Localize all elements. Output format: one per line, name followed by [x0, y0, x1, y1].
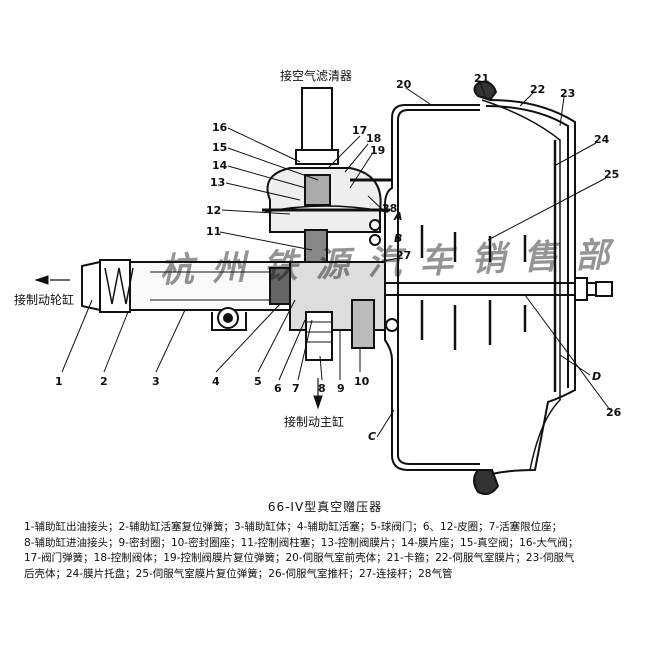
part-label-25: 25: [604, 168, 619, 181]
part-label-27: 27: [396, 249, 411, 262]
part-label-23: 23: [560, 87, 575, 100]
part-label-26: 26: [606, 406, 622, 419]
part-label-9: 9: [337, 382, 345, 395]
return-spring-25: [420, 225, 527, 350]
master-cylinder-label: 接制动主缸: [284, 414, 344, 429]
wheel-cylinder-label: 接制动轮缸: [14, 292, 74, 307]
part-label-11: 11: [206, 225, 221, 238]
part-label-6: 6: [274, 382, 282, 395]
part-label-1: 1: [55, 375, 63, 388]
part-label-19: 19: [370, 144, 385, 157]
control-valve: [262, 87, 399, 361]
part-label-17: 17: [352, 124, 367, 137]
part-number-labels: 1 2 3 4 5 6 7 8 9 10 11 12 13 14 15 16 1…: [55, 72, 622, 419]
chamber-letter-b: B: [394, 232, 402, 245]
legend-line: 后壳体；24-膜片托盘；25-伺服气室膜片复位弹簧；26-伺服气室推杆；27-连…: [24, 567, 453, 580]
part-label-14: 14: [212, 159, 228, 172]
chamber-letter-c: C: [368, 430, 376, 443]
part-label-7: 7: [292, 382, 300, 395]
part-label-2: 2: [100, 375, 108, 388]
chamber-letter-a: A: [393, 210, 403, 223]
flow-arrows: [34, 275, 323, 410]
legend-line: 1-辅助缸出油接头；2-辅助缸活塞复位弹簧；3-辅助缸体；4-辅助缸活塞；5-球…: [24, 521, 563, 533]
part-label-10: 10: [354, 375, 370, 388]
legend-line: 17-阀门弹簧；18-控制阀体；19-控制阀膜片复位弹簧；20-伺服气室前壳体；…: [24, 552, 575, 564]
leader-lines: [61, 81, 611, 438]
part-label-15: 15: [212, 141, 227, 154]
part-label-18: 18: [366, 132, 381, 145]
servo-chamber-housing: [384, 80, 576, 495]
part-label-3: 3: [152, 375, 160, 388]
part-label-4: 4: [212, 375, 220, 388]
chamber-letters: A B C D: [368, 210, 601, 443]
part-label-12: 12: [206, 204, 221, 217]
part-label-16: 16: [212, 121, 228, 134]
legend-line: 8-辅助缸进油接头；9-密封圈；10-密封圈座；11-控制阀柱塞；13-控制阀膜…: [24, 536, 579, 549]
part-label-28: 28: [382, 202, 397, 215]
part-label-20: 20: [396, 78, 412, 91]
part-label-8: 8: [318, 382, 326, 395]
part-label-24: 24: [594, 133, 610, 146]
part-label-21: 21: [474, 72, 489, 85]
part-label-5: 5: [254, 375, 262, 388]
part-label-13: 13: [210, 176, 225, 189]
diagram-title: 66-IV型真空赠压器: [267, 500, 383, 514]
air-filter-label: 接空气滤清器: [280, 68, 352, 83]
chamber-letter-d: D: [592, 370, 601, 383]
parts-legend: 1-辅助缸出油接头；2-辅助缸活塞复位弹簧；3-辅助缸体；4-辅助缸活塞；5-球…: [24, 520, 630, 582]
part-label-22: 22: [530, 83, 545, 96]
